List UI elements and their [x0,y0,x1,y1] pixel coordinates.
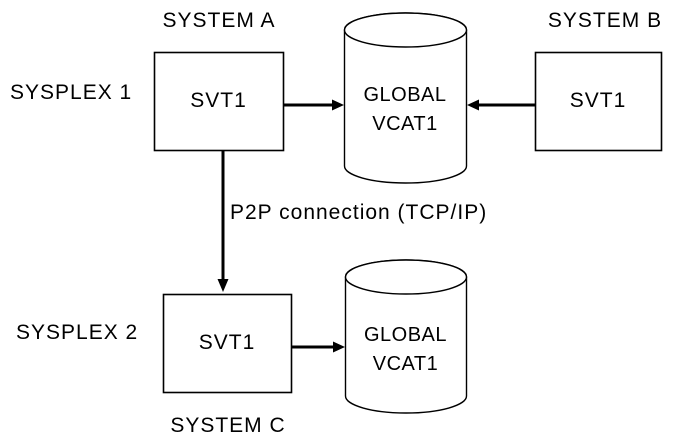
arrowhead-left-icon [467,99,479,111]
arrowhead-right-icon [333,341,345,353]
cylinder-top [343,12,468,48]
arrowhead-right-icon [332,99,344,111]
arrow-system-b-to-vcat1 [467,99,535,111]
arrow-system-c-to-vcat1 [292,341,345,353]
sysplex-1-label: SYSPLEX 1 [10,81,133,104]
db-name-line2: VCAT1 [372,353,439,375]
global-vcat1-cylinder-sysplex1 [343,12,468,184]
global-vcat1-label-sysplex2: GLOBAL VCAT1 [345,321,466,379]
arrow-system-a-to-system-c [217,151,229,292]
system-a-title: SYSTEM A [162,9,276,32]
sysplex-2-label: SYSPLEX 2 [16,321,139,344]
system-b-title: SYSTEM B [547,9,663,32]
global-vcat1-label-sysplex1: GLOBAL VCAT1 [344,81,466,139]
arrowhead-down-icon [217,279,229,292]
system-c-box [162,293,293,394]
svt1-node-system-c: SVT1 [198,331,256,354]
db-name-line1: GLOBAL [363,84,447,106]
svt1-node-system-a: SVT1 [190,89,247,112]
db-name-line1: GLOBAL [363,324,448,346]
global-vcat1-cylinder-sysplex2 [344,259,468,414]
cylinder-top [344,259,468,295]
svt1-node-system-b: SVT1 [569,89,627,112]
system-b-box [534,51,663,152]
system-a-box [153,51,285,152]
db-name-line2: VCAT1 [372,113,438,135]
system-c-title: SYSTEM C [170,414,286,437]
arrow-system-a-to-vcat1 [284,99,344,111]
p2p-connection-label: P2P connection (TCP/IP) [230,201,488,224]
